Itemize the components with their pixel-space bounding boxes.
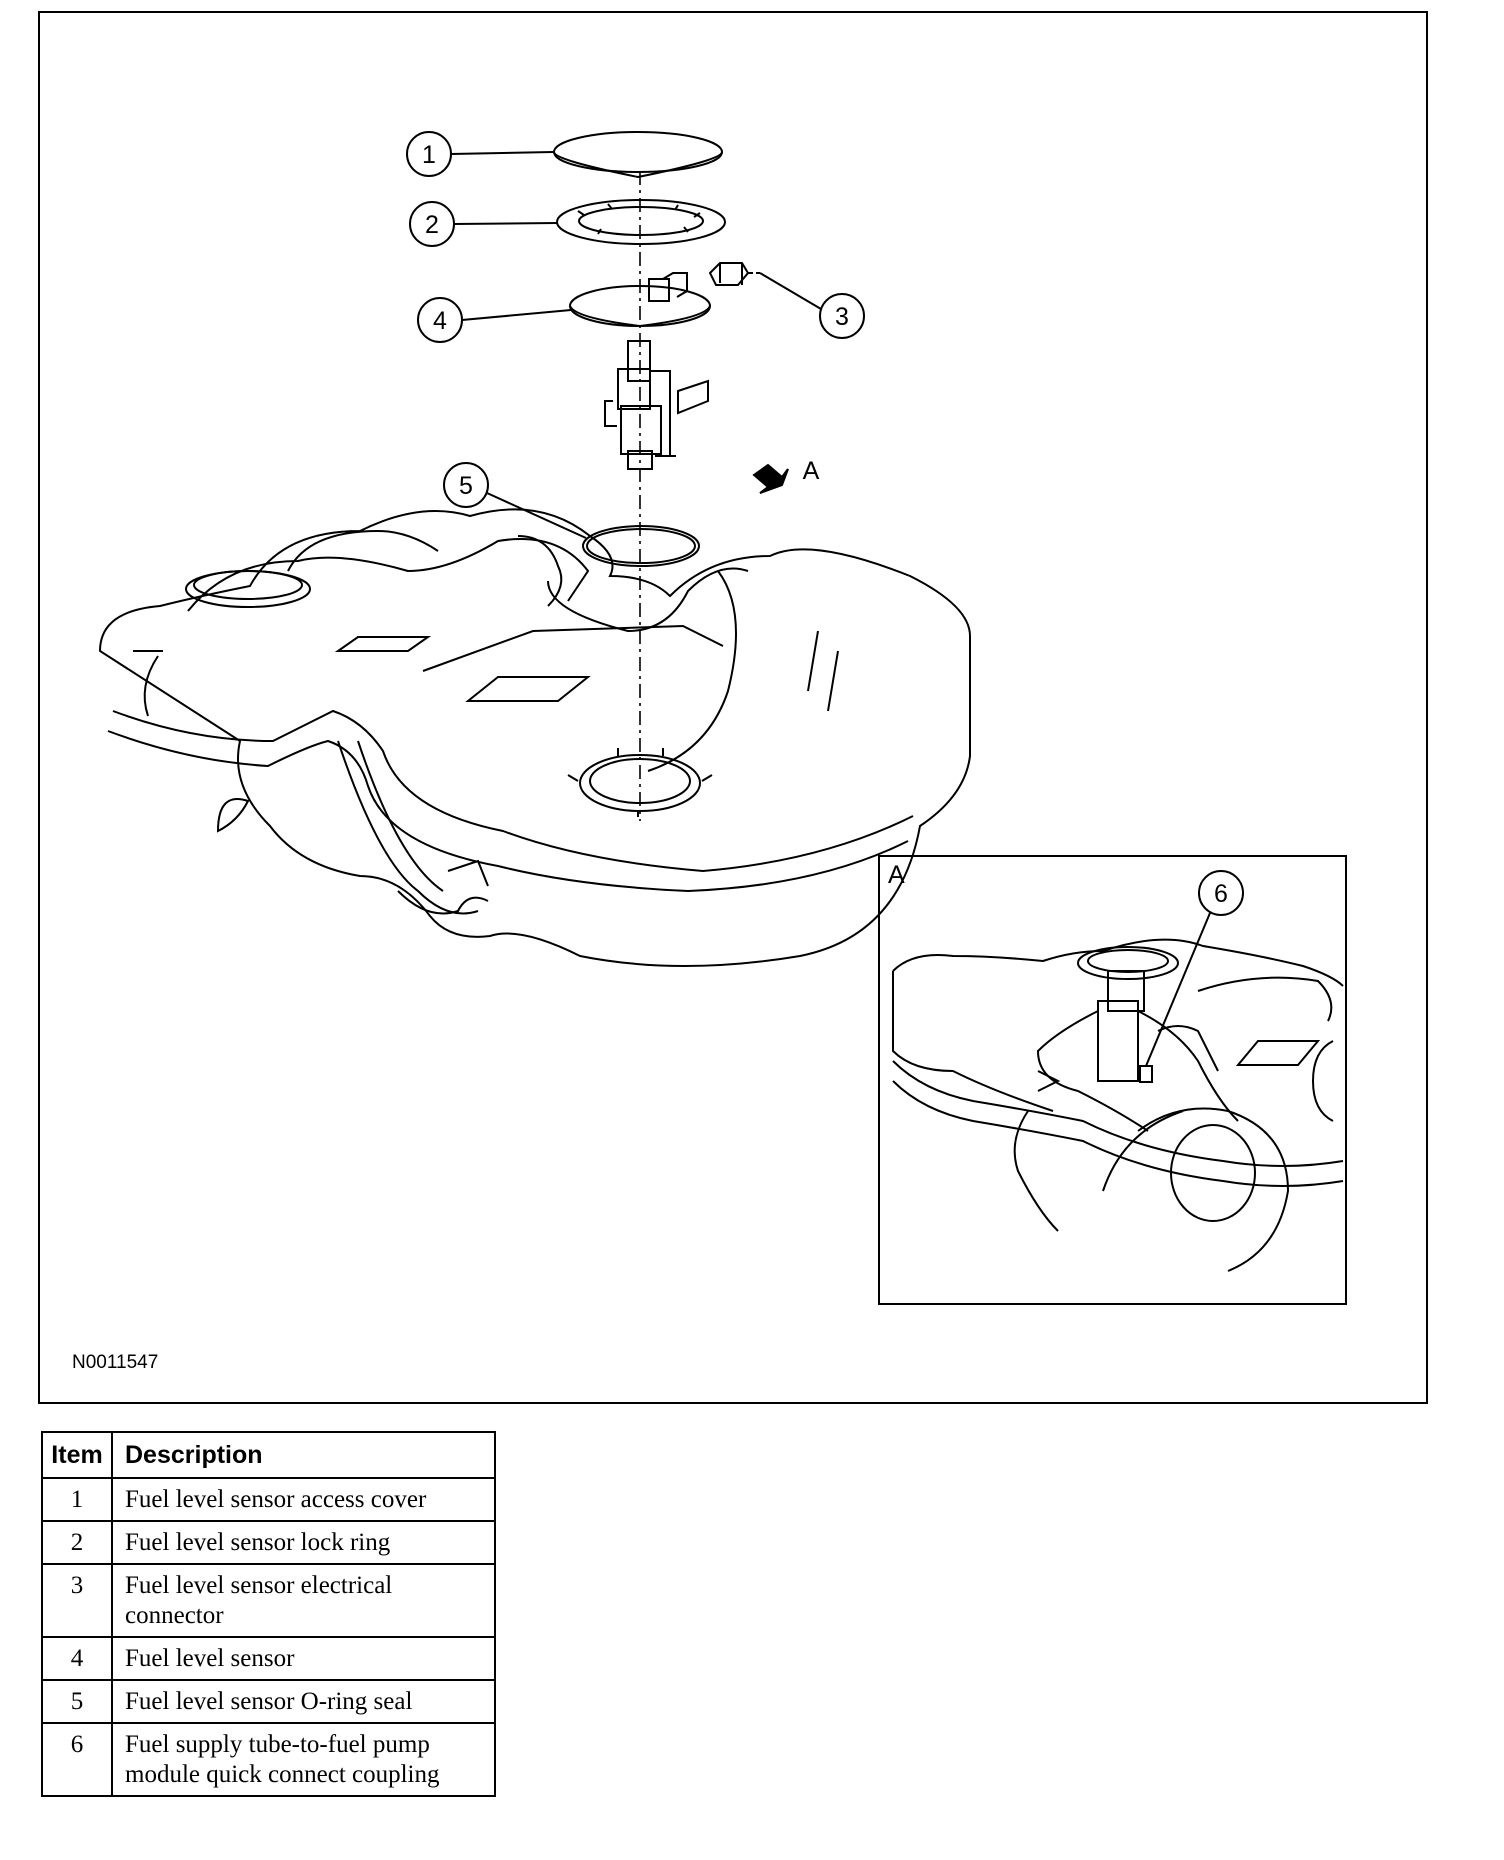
view-arrow-A-icon <box>752 463 789 494</box>
legend-row: 4 Fuel level sensor <box>41 1636 496 1681</box>
legend-row: 1 Fuel level sensor access cover <box>41 1477 496 1522</box>
access-cover-part <box>553 131 723 179</box>
legend-header-item: Item <box>41 1431 113 1479</box>
legend-row: 5 Fuel level sensor O-ring seal <box>41 1679 496 1724</box>
legend-item-number: 5 <box>41 1679 113 1724</box>
callout-3-number: 3 <box>835 303 849 331</box>
callout-4 <box>417 297 572 343</box>
legend-item-description: Fuel level sensor access cover <box>111 1477 496 1522</box>
callout-1-number: 1 <box>422 141 436 169</box>
callout-6-number: 6 <box>1214 880 1228 908</box>
legend-item-number: 3 <box>41 1563 113 1638</box>
legend-item-number: 1 <box>41 1477 113 1522</box>
detail-view-label: A <box>888 861 905 889</box>
legend-item-number: 2 <box>41 1520 113 1565</box>
legend-item-description: Fuel supply tube-to-fuel pump module qui… <box>111 1722 496 1797</box>
callout-4-number: 4 <box>433 307 447 335</box>
legend-header-description: Description <box>111 1431 496 1479</box>
exploded-view-drawing: 1 2 3 4 5 6 A A <box>98 131 1347 1305</box>
legend-item-description: Fuel level sensor lock ring <box>111 1520 496 1565</box>
electrical-connector-part <box>708 262 760 286</box>
detail-view-frame <box>878 855 1347 1305</box>
o-ring-part <box>582 525 700 567</box>
lock-ring-part <box>556 199 726 245</box>
fuel-tank-outline <box>98 508 971 967</box>
callout-5 <box>443 462 587 539</box>
callout-3 <box>759 272 865 339</box>
legend-row: 2 Fuel level sensor lock ring <box>41 1520 496 1565</box>
legend-item-description: Fuel level sensor O-ring seal <box>111 1679 496 1724</box>
legend-item-description: Fuel level sensor electrical connector <box>111 1563 496 1638</box>
callout-1 <box>406 131 554 177</box>
legend-header-row: Item Description <box>41 1431 496 1479</box>
legend-item-number: 6 <box>41 1722 113 1797</box>
view-arrow-label: A <box>803 457 820 485</box>
legend-row: 6 Fuel supply tube-to-fuel pump module q… <box>41 1722 496 1797</box>
callout-5-number: 5 <box>459 472 473 500</box>
callout-6 <box>1145 870 1244 1067</box>
callout-2 <box>409 201 558 247</box>
figure-code: N0011547 <box>72 1352 159 1373</box>
figure-frame <box>38 11 1428 1404</box>
callout-2-number: 2 <box>425 211 439 239</box>
legend-item-number: 4 <box>41 1636 113 1681</box>
legend-table: Item Description 1 Fuel level sensor acc… <box>41 1431 496 1797</box>
legend-item-description: Fuel level sensor <box>111 1636 496 1681</box>
fuel-level-sensor-part <box>569 272 711 470</box>
detail-view-drawing <box>892 938 1344 1272</box>
legend-row: 3 Fuel level sensor electrical connector <box>41 1563 496 1638</box>
